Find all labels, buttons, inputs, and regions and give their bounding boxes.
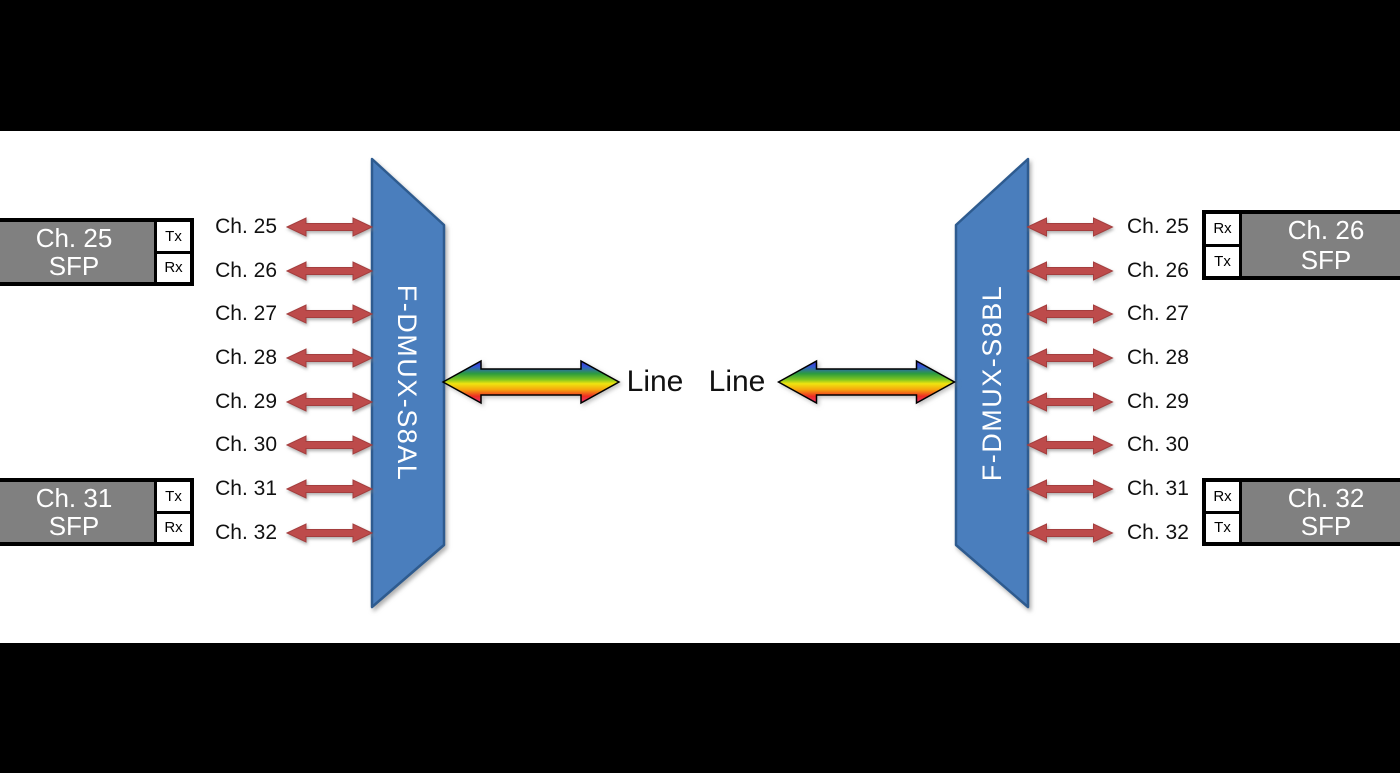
- sfp-left-top-tx-port: Tx: [157, 222, 190, 251]
- sfp-channel-label: Ch. 26: [1287, 215, 1365, 246]
- device-right-label: F-DMUX-S8BL: [977, 284, 1007, 482]
- line-arrow-right-icon: [777, 360, 956, 404]
- sfp-type-label: SFP: [1300, 511, 1352, 542]
- device-left-label: F-DMUX-S8AL: [392, 284, 422, 482]
- channel-label-left-32: Ch. 32: [215, 521, 277, 544]
- channel-arrow-right-27: [1027, 304, 1113, 324]
- channel-label-left-28: Ch. 28: [215, 346, 277, 369]
- channel-label-left-27: Ch. 27: [215, 302, 277, 325]
- sfp-module-left-bottom: Ch. 31 SFP Tx Rx: [0, 478, 194, 546]
- channel-arrow-right-25: [1027, 217, 1113, 237]
- channel-arrow-right-31: [1027, 479, 1113, 499]
- channel-arrow-left-25: [286, 217, 373, 237]
- channel-arrow-left-29: [286, 392, 373, 412]
- channel-label-right-27: Ch. 27: [1127, 302, 1189, 325]
- sfp-right-bottom-body: Ch. 32 SFP: [1242, 482, 1400, 542]
- channel-arrow-left-28: [286, 348, 373, 368]
- sfp-right-bottom-tx-port: Tx: [1206, 513, 1239, 542]
- sfp-left-bottom-tx-port: Tx: [157, 482, 190, 511]
- sfp-module-right-top: Rx Ch. 26 SFP Tx: [1202, 210, 1400, 280]
- diagram-canvas: F-DMUX-S8AL F-DMUX-S8BL Line Line Ch. 25…: [0, 131, 1400, 643]
- channel-label-right-26: Ch. 26: [1127, 259, 1189, 282]
- line-label-right: Line: [708, 365, 766, 398]
- diagram-shapes: [286, 157, 1113, 609]
- sfp-right-bottom-rx-port: Rx: [1206, 482, 1239, 511]
- channel-arrow-right-30: [1027, 435, 1113, 455]
- channel-label-right-30: Ch. 30: [1127, 433, 1189, 456]
- channel-label-left-30: Ch. 30: [215, 433, 277, 456]
- channel-label-right-25: Ch. 25: [1127, 215, 1189, 238]
- channel-label-right-29: Ch. 29: [1127, 390, 1189, 413]
- sfp-right-top-rx-port: Rx: [1206, 214, 1239, 244]
- sfp-type-label: SFP: [1300, 244, 1352, 275]
- channel-arrow-left-32: [286, 523, 373, 543]
- sfp-right-top-body: Ch. 26 SFP: [1242, 214, 1400, 276]
- channel-label-right-32: Ch. 32: [1127, 521, 1189, 544]
- channel-arrow-left-31: [286, 479, 373, 499]
- channel-arrow-right-28: [1027, 348, 1113, 368]
- sfp-left-top-rx-port: Rx: [157, 253, 190, 282]
- sfp-channel-label: Ch. 25: [35, 222, 113, 253]
- sfp-left-top-body: Ch. 25 SFP: [0, 222, 154, 282]
- device-right-shape: [954, 157, 1030, 609]
- channel-arrow-right-29: [1027, 392, 1113, 412]
- sfp-type-label: SFP: [48, 511, 100, 542]
- sfp-channel-label: Ch. 32: [1287, 482, 1365, 513]
- sfp-right-top-tx-port: Tx: [1206, 246, 1239, 276]
- channel-arrows-right: [1027, 217, 1113, 543]
- sfp-left-bottom-body: Ch. 31 SFP: [0, 482, 154, 542]
- sfp-module-right-bottom: Rx Ch. 32 SFP Tx: [1202, 478, 1400, 546]
- channel-label-left-25: Ch. 25: [215, 215, 277, 238]
- sfp-type-label: SFP: [48, 251, 100, 282]
- line-label-left: Line: [626, 365, 684, 398]
- channel-arrow-right-26: [1027, 261, 1113, 281]
- sfp-module-left-top: Ch. 25 SFP Tx Rx: [0, 218, 194, 286]
- channel-arrow-left-30: [286, 435, 373, 455]
- line-arrow-left-icon: [442, 360, 620, 404]
- channel-arrow-left-26: [286, 261, 373, 281]
- channel-label-left-29: Ch. 29: [215, 390, 277, 413]
- sfp-left-bottom-rx-port: Rx: [157, 513, 190, 542]
- channel-arrow-right-32: [1027, 523, 1113, 543]
- device-left-shape: [370, 157, 446, 609]
- channel-label-left-26: Ch. 26: [215, 259, 277, 282]
- channel-label-right-28: Ch. 28: [1127, 346, 1189, 369]
- sfp-channel-label: Ch. 31: [35, 482, 113, 513]
- channel-label-left-31: Ch. 31: [215, 477, 277, 500]
- channel-arrow-left-27: [286, 304, 373, 324]
- channel-arrows-left: [286, 217, 373, 543]
- channel-label-right-31: Ch. 31: [1127, 477, 1189, 500]
